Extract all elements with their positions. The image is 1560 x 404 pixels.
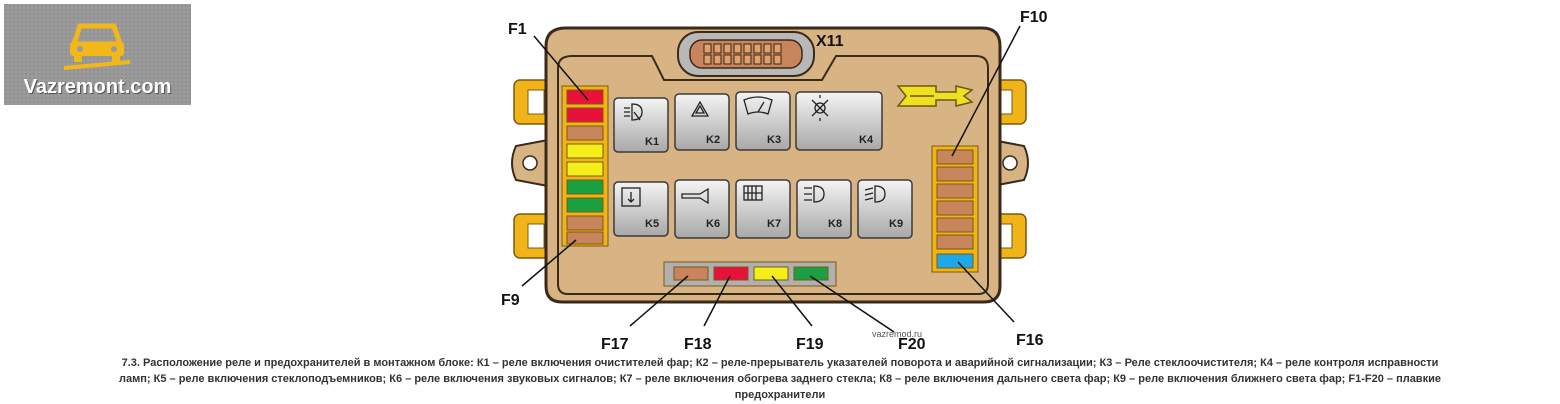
relay-k1-label: K1: [645, 136, 659, 148]
fuse-f7: [566, 197, 604, 213]
horn-icon: [681, 187, 709, 205]
car-wrench-icon: [63, 23, 131, 70]
rear-defrost-icon: [743, 185, 763, 201]
relay-k1: K1: [613, 97, 669, 153]
fuse-f16: [936, 253, 974, 269]
relay-k6-label: K6: [706, 218, 720, 230]
label-f1: F1: [508, 21, 527, 38]
relay-k9-label: K9: [889, 218, 903, 230]
watermark: vazremod.ru: [872, 329, 922, 339]
fuse-f15: [936, 234, 974, 250]
relay-k3-label: K3: [767, 134, 781, 146]
leader-lines: [521, 25, 1021, 333]
label-f9: F9: [501, 292, 520, 309]
relay-k8: K8: [796, 179, 852, 239]
bulb-check-icon: [811, 95, 829, 121]
fuse-box-diagram: X11: [501, 9, 1048, 350]
label-f20: F20: [898, 336, 926, 350]
relay-k5-label: K5: [645, 218, 659, 230]
logo-text: Vazremont.com: [23, 76, 172, 98]
headlamp-washer-icon: [624, 103, 643, 121]
relay-k7-label: K7: [767, 218, 781, 230]
fuse-row-bottom: [663, 261, 837, 287]
high-beam-icon: [804, 185, 825, 203]
caption-line-2: ламп; К5 – реле включения стеклоподъемни…: [119, 373, 1441, 385]
fuse-f17: [673, 266, 709, 281]
fuse-f8: [566, 215, 604, 231]
power-window-icon: [621, 187, 641, 207]
label-f16: F16: [1016, 332, 1044, 349]
mounting-ear-left: [511, 138, 549, 188]
fuse-f9: [566, 231, 604, 245]
site-logo[interactable]: Vazremont.com: [4, 4, 191, 105]
relay-k5: K5: [613, 181, 669, 237]
label-f10: F10: [1020, 9, 1048, 26]
relay-k7: K7: [735, 179, 791, 239]
fuse-f5: [566, 161, 604, 177]
fuse-f18: [713, 266, 749, 281]
fuse-f4: [566, 143, 604, 159]
caption-line-1: 7.3. Расположение реле и предохранителей…: [121, 357, 1439, 369]
label-f18: F18: [684, 336, 712, 350]
fuse-f3: [566, 125, 604, 141]
fuse-column-left: [561, 85, 609, 247]
connector-label: X11: [816, 33, 844, 50]
windshield-wiper-icon: [743, 96, 773, 115]
relay-k3: K3: [735, 91, 791, 151]
relay-k6: K6: [674, 179, 730, 239]
relay-k8-label: K8: [828, 218, 842, 230]
hazard-triangle-icon: [690, 100, 710, 117]
relay-k4-label: K4: [859, 134, 874, 146]
label-f19: F19: [796, 336, 824, 350]
fuse-f14: [936, 217, 974, 233]
connector-x11: [677, 31, 815, 77]
figure-caption: 7.3. Расположение реле и предохранителей…: [0, 355, 1560, 403]
relay-k4: K4: [795, 91, 883, 151]
mounting-clip-left-bottom: [513, 213, 551, 259]
fuse-f20: [793, 266, 829, 281]
fuse-f12: [936, 183, 974, 199]
fuse-column-right: [931, 145, 979, 273]
fuse-f10: [936, 149, 974, 165]
fuse-f6: [566, 179, 604, 195]
fuse-f13: [936, 200, 974, 216]
fuse-puller-icon: [896, 85, 974, 107]
relay-k2: K2: [674, 93, 730, 151]
fuse-f2: [566, 107, 604, 123]
fuse-f19: [753, 266, 789, 281]
fuse-f11: [936, 166, 974, 182]
caption-line-3: предохранители: [734, 389, 826, 401]
relay-k9: K9: [857, 179, 913, 239]
low-beam-icon: [864, 185, 886, 203]
label-f17: F17: [601, 336, 629, 350]
relay-k2-label: K2: [706, 134, 720, 146]
